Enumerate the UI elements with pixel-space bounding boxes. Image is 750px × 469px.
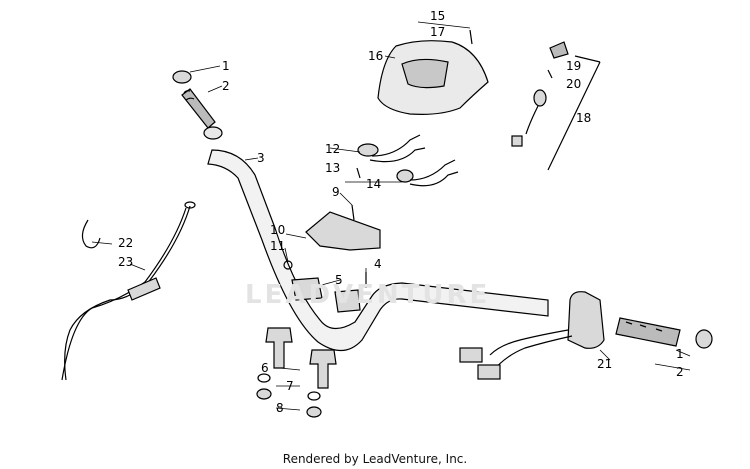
callout-14: 14 <box>366 177 381 191</box>
callout-2-right: 2 <box>676 365 684 379</box>
risers-and-washers <box>256 327 337 418</box>
callout-23: 23 <box>118 255 133 269</box>
left-grip <box>172 70 223 140</box>
footer-credit: Rendered by LeadVenture, Inc. <box>282 452 468 466</box>
handlebar-cover <box>377 29 489 115</box>
watermark: LEADVENTURE <box>245 280 491 310</box>
switch-18 <box>511 41 601 171</box>
mount-bracket <box>283 204 381 270</box>
callout-17: 17 <box>430 25 445 39</box>
callout-12: 12 <box>325 142 340 156</box>
callout-8: 8 <box>276 401 284 415</box>
callout-19: 19 <box>566 59 581 73</box>
callout-6: 6 <box>261 361 269 375</box>
callout-5: 5 <box>335 273 343 287</box>
callout-10: 10 <box>270 223 285 237</box>
callout-1-left: 1 <box>222 59 230 73</box>
leader-lines <box>91 21 691 411</box>
throttle-cable <box>61 201 196 381</box>
callout-11: 11 <box>270 239 285 253</box>
callout-18: 18 <box>576 111 591 125</box>
callout-labels: 1 2 3 4 5 6 7 8 9 10 11 12 13 14 15 16 1… <box>118 9 684 415</box>
callout-9: 9 <box>332 185 340 199</box>
callout-20: 20 <box>566 77 581 91</box>
wire-harness-12-14 <box>356 134 459 187</box>
upper-clamps <box>291 272 367 313</box>
callout-7: 7 <box>286 379 294 393</box>
right-grip <box>615 317 713 349</box>
callout-1-right: 1 <box>676 347 684 361</box>
callout-16: 16 <box>368 49 383 63</box>
callout-21: 21 <box>597 357 612 371</box>
callout-2-left: 2 <box>222 79 230 93</box>
callout-22: 22 <box>118 236 133 250</box>
callout-13: 13 <box>325 161 340 175</box>
handlebar <box>207 149 549 352</box>
callout-4: 4 <box>374 257 382 271</box>
switch-housing <box>459 291 605 380</box>
callout-3: 3 <box>257 151 265 165</box>
callout-15: 15 <box>430 9 445 23</box>
